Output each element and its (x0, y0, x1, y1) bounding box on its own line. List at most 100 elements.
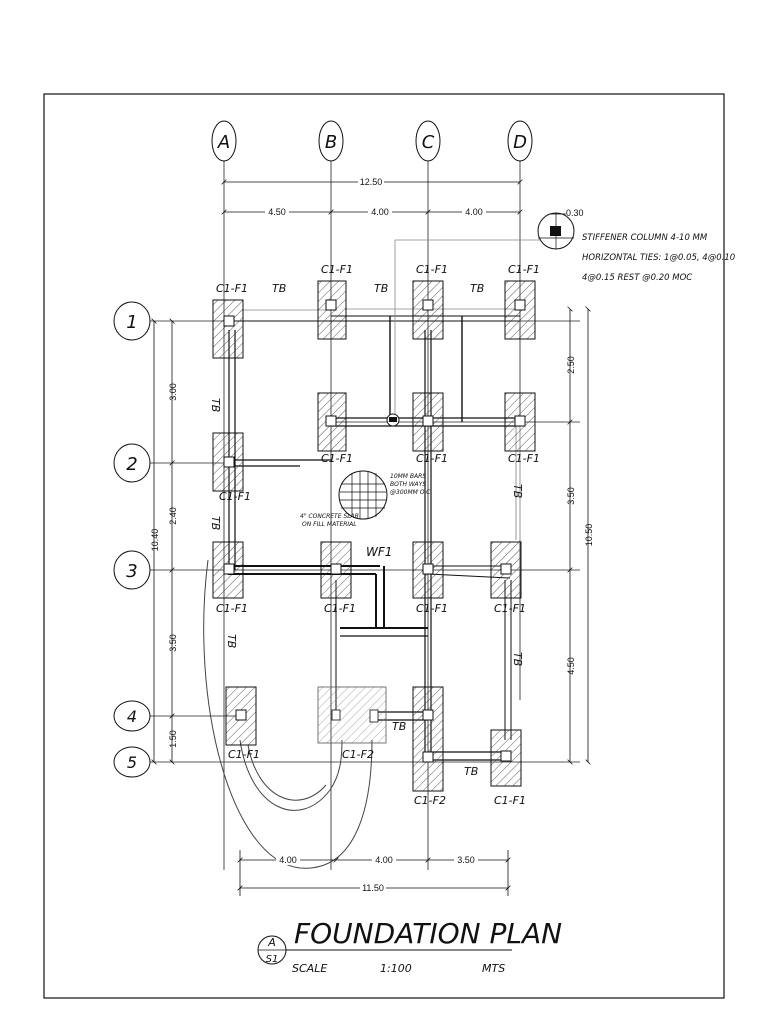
grid-label-a: A (217, 132, 230, 153)
footing (412, 686, 444, 792)
dim-right-span-2: 3.50 (566, 487, 576, 505)
sheet-border (43, 93, 725, 999)
dimension-texts: 12.50 4.50 4.00 4.00 4.00 4.00 3.50 11.5… (150, 176, 594, 893)
column-note-line-2: HORIZONTAL TIES: 1@0.05, 4@0.10 (582, 253, 735, 263)
slab-note-right-1: 10MM BARS (390, 473, 426, 480)
footing (504, 392, 536, 452)
grid-bubble-5: 5 (113, 746, 151, 778)
grid-label-3: 3 (126, 561, 137, 582)
footing-label: C1-F1 (416, 602, 448, 615)
detail-dimension: 0.30 (566, 208, 584, 218)
footing (317, 392, 347, 452)
tie-beam-label: TB (209, 398, 222, 412)
dim-bottom-span-2: 4.00 (375, 855, 393, 865)
dim-right-span-3: 4.50 (566, 657, 576, 675)
wall-footing-label: WF1 (366, 545, 392, 559)
footing-label: C1-F1 (416, 263, 448, 276)
footing-label: C1-F1 (228, 748, 260, 761)
tie-beam-label: TB (511, 652, 524, 666)
footing (317, 280, 347, 340)
footing (412, 392, 444, 452)
slab-note-left-2: ON FILL MATERIAL (302, 521, 357, 528)
dim-left-span-4: 1.50 (168, 730, 178, 748)
footing (412, 541, 444, 599)
footing-label: C1-F1 (508, 452, 540, 465)
grid-bubble-a: A (211, 120, 237, 162)
dim-bottom-overall: 11.50 (362, 883, 384, 893)
footing-label: C1-F1 (216, 602, 248, 615)
dim-bottom-span-1: 4.00 (279, 855, 297, 865)
grid-label-1: 1 (126, 312, 137, 333)
dim-right-span-1: 2.50 (566, 356, 576, 374)
slab-note-left-1: 4" CONCRETE SLAB (300, 513, 359, 520)
grid-bubble-c: C (415, 120, 441, 162)
grid-label-c: C (422, 132, 435, 153)
footing (212, 541, 244, 599)
dim-left-span-1: 3.00 (168, 383, 178, 401)
footing (504, 280, 536, 340)
slab-detail-callout: 4" CONCRETE SLAB ON FILL MATERIAL 10MM B… (300, 470, 432, 528)
grid-bubble-4: 4 (113, 700, 151, 732)
footing (212, 432, 244, 492)
grid-bubble-1: 1 (113, 301, 151, 341)
title-marker-top: A (267, 936, 276, 949)
tie-beam-label: TB (374, 282, 388, 295)
footing-label: C1-F2 (414, 794, 446, 807)
grid-label-4: 4 (127, 707, 137, 726)
tie-beam-label: TB (209, 516, 222, 530)
dim-top-span-2: 4.00 (371, 207, 389, 217)
footing-label: C1-F1 (508, 263, 540, 276)
footing-label: C1-F1 (324, 602, 356, 615)
column-note-line-1: STIFFENER COLUMN 4-10 MM (582, 233, 708, 243)
tie-beam-label: TB (464, 765, 478, 778)
grid-bubbles-rows: 1 2 3 4 5 (113, 301, 151, 778)
footing-labels: C1-F1 C1-F1 C1-F1 C1-F1 C1-F1 C1-F1 C1-F… (216, 263, 540, 807)
grid-label-d: D (513, 132, 527, 153)
slab-note-right-2: BOTH WAYS (390, 481, 426, 488)
grid-bubbles-columns: A B C D (211, 120, 533, 162)
grid-label-2: 2 (126, 454, 137, 475)
footing-label: C1-F1 (494, 794, 526, 807)
title-marker-bottom: S1 (266, 954, 279, 965)
slab-note-right-3: @300MM O.C. (390, 489, 432, 496)
dim-top-span-1: 4.50 (268, 207, 286, 217)
footing-label: C1-F1 (416, 452, 448, 465)
title-block: A S1 FOUNDATION PLAN SCALE 1:100 MTS (257, 917, 562, 975)
scale-value: 1:100 (380, 962, 412, 975)
grid-label-b: B (325, 132, 337, 153)
footing-label: C1-F1 (494, 602, 526, 615)
footing-label: C1-F1 (321, 263, 353, 276)
dim-left-span-3: 3.50 (168, 634, 178, 652)
footing-cf2 (317, 686, 387, 744)
footing (212, 299, 244, 359)
grid-bubble-3: 3 (113, 550, 151, 590)
footing-label: C1-F1 (321, 452, 353, 465)
column-detail-callout: 0.30 STIFFENER COLUMN 4-10 MM HORIZONTAL… (537, 208, 735, 283)
column-note-line-3: 4@0.15 REST @0.20 MOC (582, 273, 692, 283)
grid-bubble-2: 2 (113, 443, 151, 483)
dim-bottom-span-3: 3.50 (457, 855, 475, 865)
scale-units: MTS (482, 962, 505, 975)
footing (225, 686, 257, 746)
dim-left-overall: 10.40 (150, 529, 160, 552)
footing (490, 729, 522, 787)
grid-label-5: 5 (127, 753, 137, 772)
scale-label: SCALE (292, 962, 327, 975)
grid-bubble-d: D (507, 120, 533, 162)
tie-beam-label: TB (470, 282, 484, 295)
footing (412, 280, 444, 340)
footing (490, 541, 522, 599)
footing-label: C1-F2 (342, 748, 374, 761)
footing-label: C1-F1 (216, 282, 248, 295)
footings (212, 280, 536, 792)
dim-left-span-2: 2.40 (168, 507, 178, 525)
dim-top-overall: 12.50 (360, 177, 383, 187)
grid-bubble-b: B (318, 120, 344, 162)
tie-beam-label: TB (511, 484, 524, 498)
stiffener-column-marker (386, 413, 400, 427)
footing-label: C1-F1 (219, 490, 251, 503)
tie-beam-label: TB (272, 282, 286, 295)
tie-beam-label: TB (225, 634, 238, 648)
tie-beam-labels: TB TB TB TB TB TB TB TB TB TB (209, 282, 524, 778)
